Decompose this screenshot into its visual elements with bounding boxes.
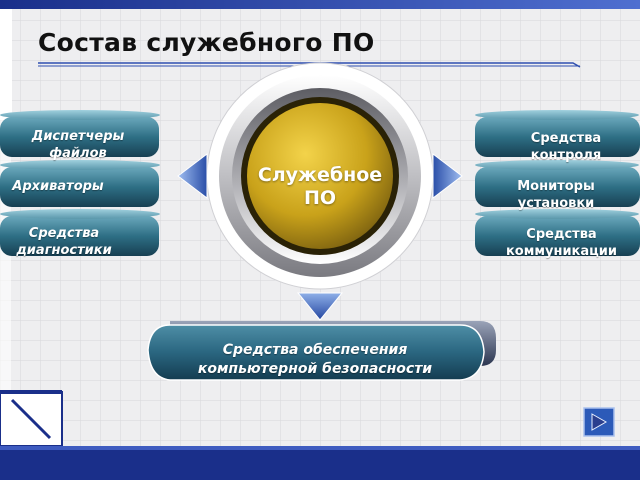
left-cylinders: [0, 110, 160, 256]
right-item-control-tools: Средства контроля: [530, 131, 602, 163]
right-cylinders: [475, 110, 640, 256]
center-label: Служебное ПО: [257, 164, 383, 209]
left-item-file-managers: Диспетчеры файлов: [31, 129, 125, 161]
left-item-diagnostics: Средства диагностики: [16, 226, 112, 258]
slide-title: Состав служебного ПО: [38, 28, 375, 57]
next-slide-button[interactable]: [584, 408, 614, 436]
right-item-communication-tools: Средства коммуникации: [505, 227, 618, 259]
right-item-install-monitors: Мониторы установки: [517, 179, 595, 211]
arrow-right: [432, 152, 463, 200]
center-gold-disc: [247, 103, 393, 249]
bottom-pill: [147, 321, 496, 381]
top-bar: [0, 0, 640, 9]
security-tools-label: Средства обеспечения компьютерной безопа…: [197, 342, 433, 377]
left-item-archivers: Архиваторы: [12, 179, 104, 194]
arrow-down: [296, 292, 344, 321]
arrow-left: [177, 152, 208, 200]
